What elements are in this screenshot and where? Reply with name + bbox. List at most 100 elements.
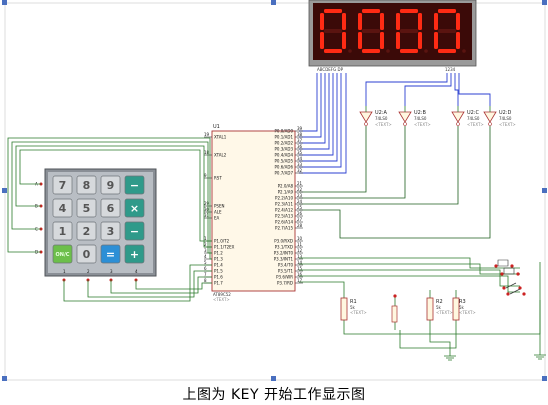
segment-dp <box>462 49 466 53</box>
segment-b <box>380 13 384 30</box>
keypad-key[interactable]: 7 <box>52 175 73 195</box>
selection-handles[interactable] <box>2 0 547 381</box>
mcu-pin-number: 14 <box>297 260 303 265</box>
mcu-pin-name: XTAL1 <box>214 135 227 140</box>
keypad-key-label: 1 <box>59 225 67 238</box>
segment-g <box>362 29 380 33</box>
mcu-name: U1 <box>213 124 220 130</box>
segment-d <box>324 49 342 53</box>
mcu-pin-number: 21 <box>297 181 303 186</box>
keypad-key[interactable]: − <box>124 221 145 241</box>
keypad-key[interactable]: 4 <box>52 198 73 218</box>
mcu-pin-name: ALE <box>214 210 222 215</box>
mcu-pin-number: 33 <box>297 162 303 167</box>
mcu-pin-name: P1.1/T2EX <box>214 245 235 250</box>
segment-f <box>396 13 400 30</box>
mcu-pin-name: RST <box>214 176 222 181</box>
keypad-key[interactable]: 9 <box>100 175 121 195</box>
ground-symbols <box>444 354 546 361</box>
mcu-pin-number: 22 <box>297 187 303 192</box>
keypad-key[interactable]: − <box>124 175 145 195</box>
mcu-pin-name: P2.1/A9 <box>278 190 294 195</box>
mcu-pin-number: 32 <box>297 168 303 173</box>
mcu-pin-number: 39 <box>297 126 303 131</box>
keypad-key-label: 0 <box>83 248 91 261</box>
mcu-pin-name: P3.3/INT1 <box>274 257 294 262</box>
keypad-col-label: 4 <box>135 269 138 274</box>
mcu-pin-name: P0.2/AD2 <box>275 141 294 146</box>
mcu-pin-name: P0.5/AD5 <box>275 159 294 164</box>
keypad-key[interactable]: 3 <box>100 221 121 241</box>
mcu-pin-name: XTAL2 <box>214 153 227 158</box>
keypad-key-label: − <box>130 179 139 192</box>
mcu-pin-number: 10 <box>297 236 303 241</box>
keypad-key[interactable]: 6 <box>100 198 121 218</box>
mcu-pin-number: 35 <box>297 150 303 155</box>
segment-a <box>400 9 418 13</box>
mcu-pin-name: PSEN <box>214 204 224 209</box>
mcu-pin-name: P1.4 <box>214 263 223 268</box>
mcu-pin-number: 19 <box>204 132 210 137</box>
mcu-pin-name: P1.0/T2 <box>214 239 230 244</box>
p3-wires <box>299 257 541 356</box>
mcu-pin-number: 13 <box>297 254 303 259</box>
mcu-pin-number: 3 <box>204 248 207 253</box>
keypad-key-label: × <box>130 202 139 215</box>
keypad-key[interactable]: 8 <box>76 175 97 195</box>
segment-c <box>380 32 384 49</box>
buffer-gates <box>359 106 497 126</box>
keypad-key[interactable]: = <box>100 244 121 264</box>
mcu-pin-name: P2.4/A12 <box>275 208 293 213</box>
mcu-pin-name: P3.0/RXD <box>274 239 293 244</box>
segment-c <box>418 32 422 49</box>
segment-a <box>324 9 342 13</box>
segment-f <box>320 13 324 30</box>
keypad-key[interactable]: + <box>124 244 145 264</box>
keypad-key[interactable]: 2 <box>76 221 97 241</box>
buffer-u2a-name: U2:A <box>375 110 388 116</box>
mcu-pin-name: P2.0/A8 <box>278 184 294 189</box>
keypad-key-label: 3 <box>107 225 115 238</box>
buffer-u2c-tag: <TEXT> <box>467 122 484 127</box>
keypad-key-label: 8 <box>83 179 91 192</box>
keypad-key-label: − <box>130 225 139 238</box>
resistor-r3-name: R3 <box>459 299 466 305</box>
resistor-r3-tag: <TEXT> <box>459 310 476 315</box>
segment-c <box>456 32 460 49</box>
keypad-key[interactable]: ON/C <box>52 244 73 264</box>
segment-e <box>434 32 438 49</box>
segment-dp <box>348 49 352 53</box>
mcu-pin-name: P2.2/A10 <box>275 196 293 201</box>
resistor-r1-name: R1 <box>350 299 357 305</box>
keypad-key[interactable]: 1 <box>52 221 73 241</box>
mcu-pin-number: 34 <box>297 156 303 161</box>
mcu-pin-number: 4 <box>204 254 207 259</box>
buffer-u2c-part: 74LS0 <box>467 116 480 121</box>
mcu-pin-name: P3.4/T0 <box>278 263 294 268</box>
keypad-key-label: 2 <box>83 225 91 238</box>
display-digits <box>320 9 466 53</box>
keypad-key[interactable]: 0 <box>76 244 97 264</box>
keypad-key[interactable]: 5 <box>76 198 97 218</box>
buffer-u2b-part: 74LS0 <box>414 116 427 121</box>
keypad-key-label: = <box>106 248 115 261</box>
buffer-u2a-part: 74LS0 <box>375 116 388 121</box>
mcu-pin-name: P2.6/A14 <box>275 220 293 225</box>
keypad-key[interactable]: × <box>124 198 145 218</box>
mcu-part: AT89C52 <box>213 292 231 297</box>
mcu-pin-name: P3.1/TXD <box>275 245 293 250</box>
mcu-pin-number: 30 <box>204 207 210 212</box>
keypad-col-label: 1 <box>63 269 66 274</box>
keypad-key-label: 4 <box>59 202 67 215</box>
segment-b <box>342 13 346 30</box>
segment-f <box>434 13 438 30</box>
push-switches[interactable] <box>393 259 526 298</box>
buffer-labels: U2:A 74LS0 <TEXT> U2:B 74LS0 <TEXT> U2:C… <box>375 110 516 127</box>
resistor-r1-value: 5k <box>350 305 356 310</box>
mcu-pin-number: 23 <box>297 193 303 198</box>
keypad-key-label: 5 <box>83 202 91 215</box>
mcu-pin-name: P0.4/AD4 <box>275 153 294 158</box>
